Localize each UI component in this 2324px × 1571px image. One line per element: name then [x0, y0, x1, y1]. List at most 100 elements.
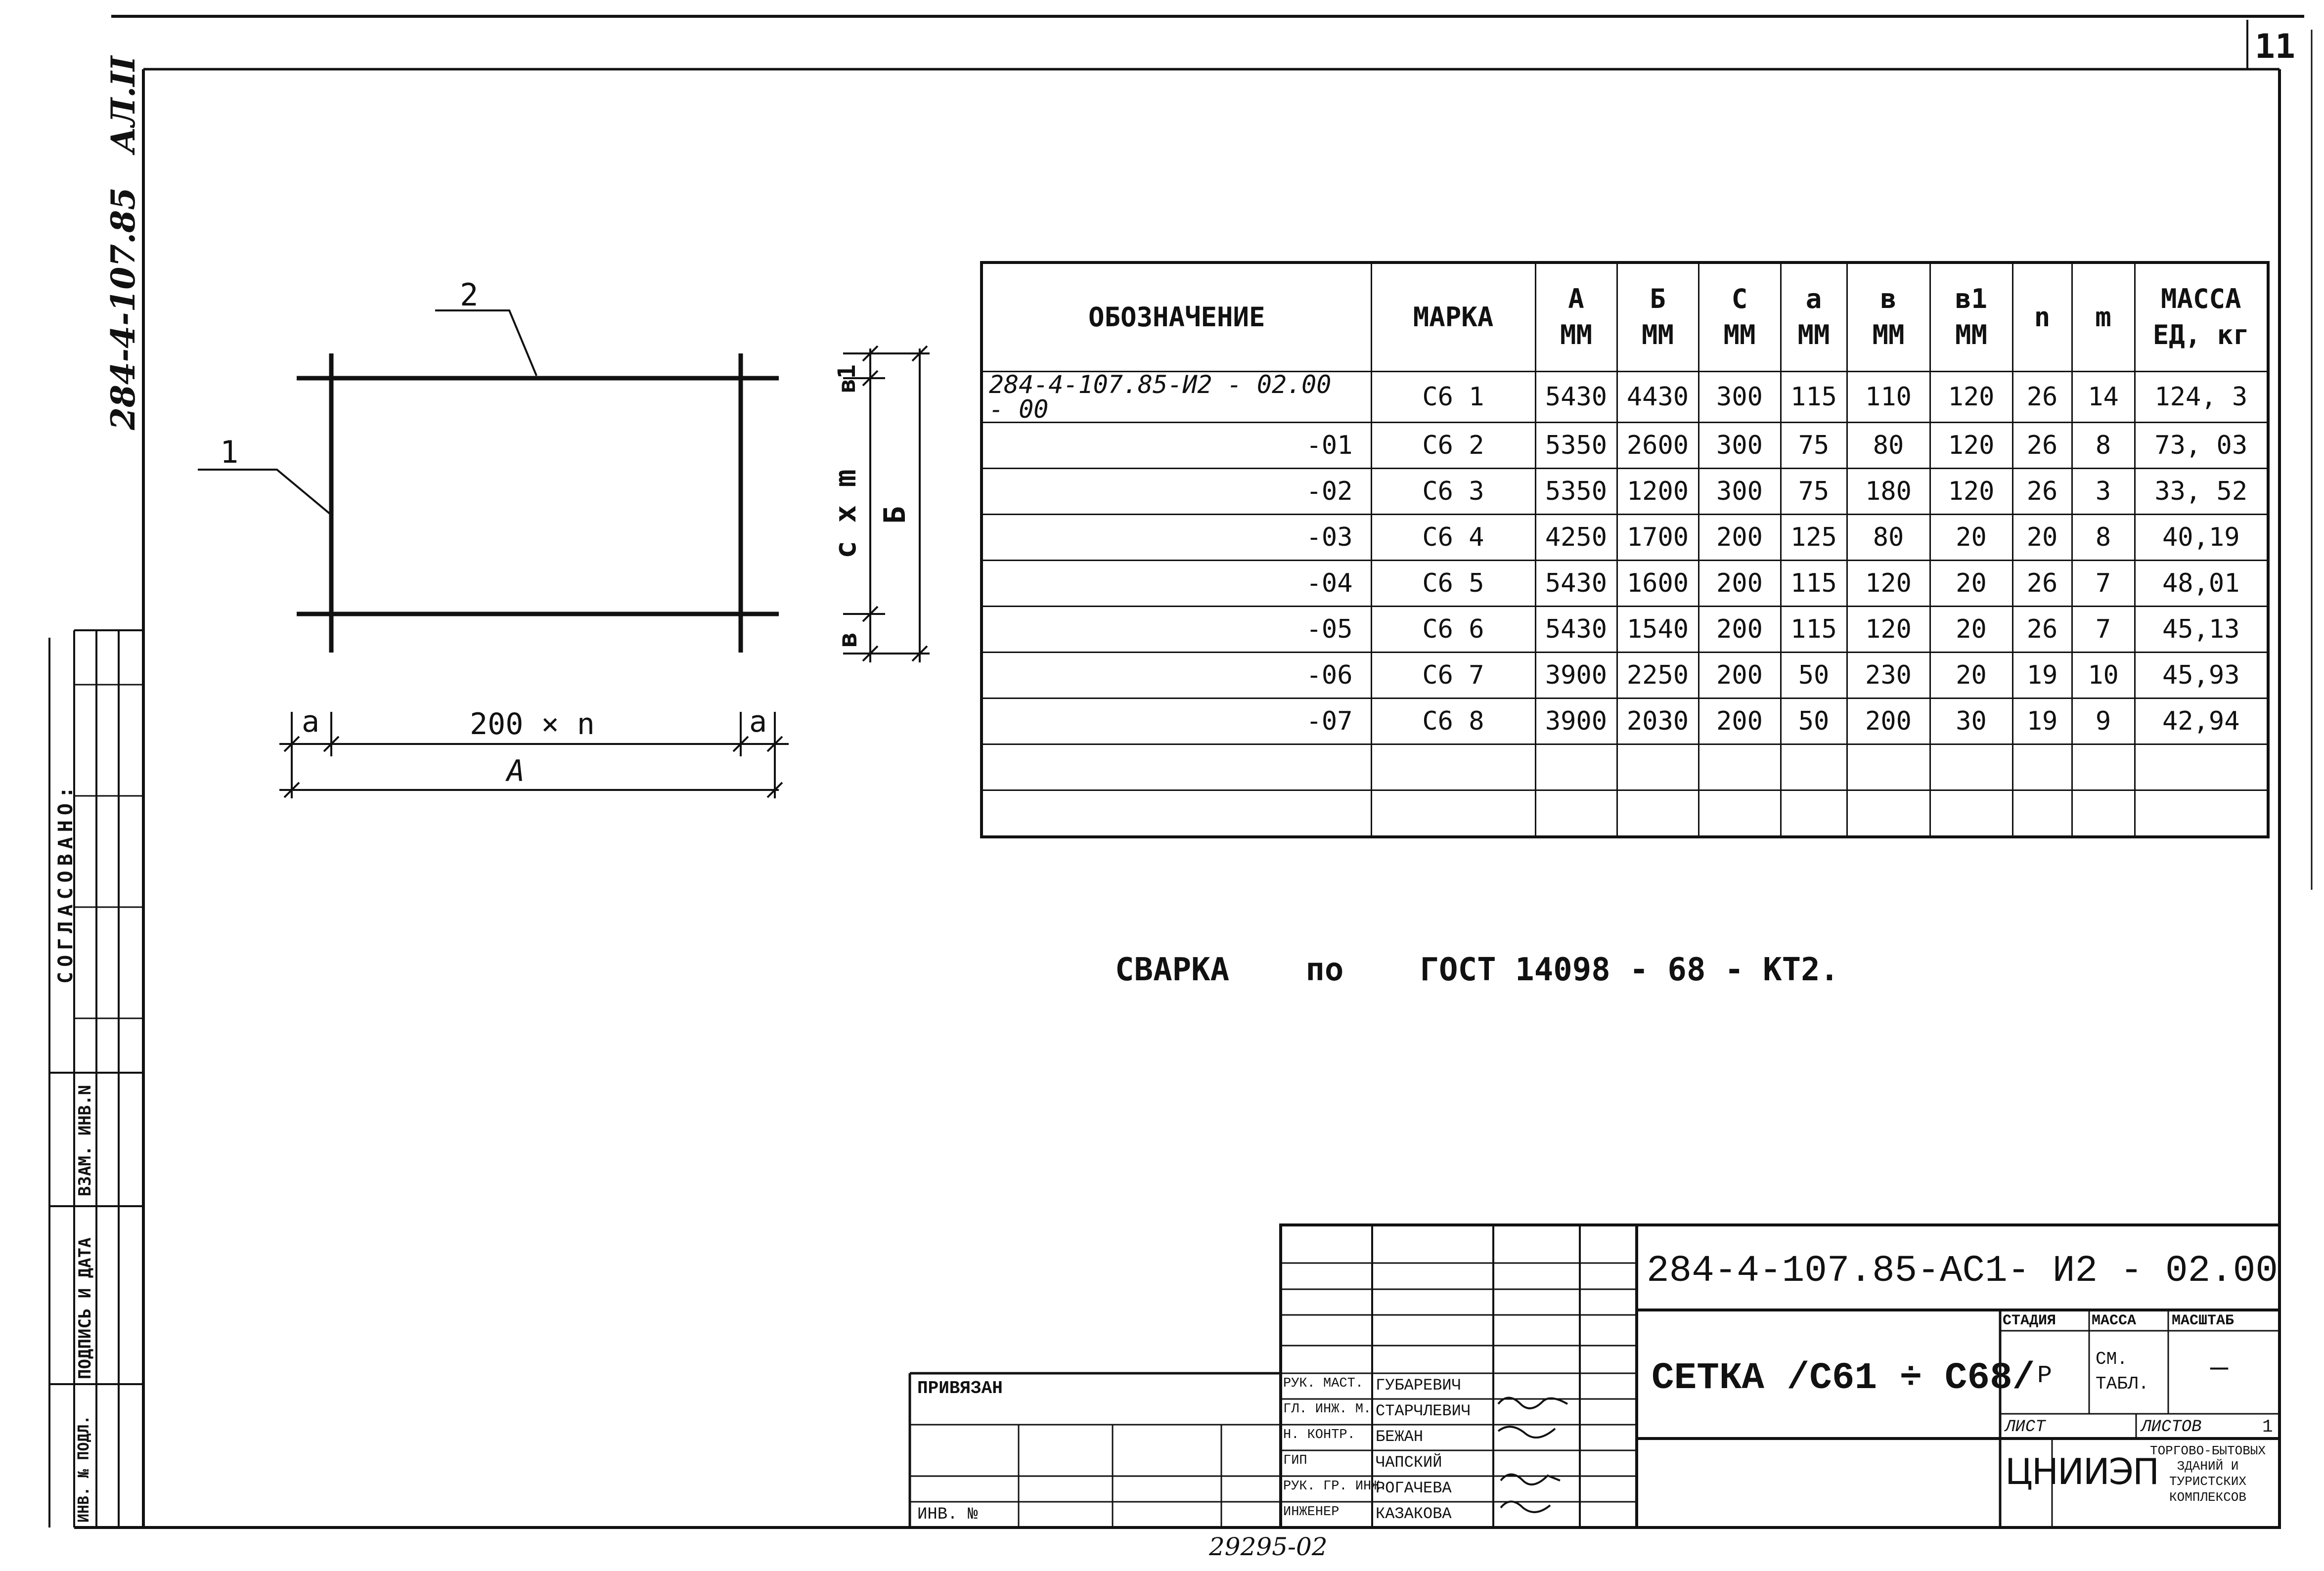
cell-designation: 284-4-107.85-И2 - 02.00 - 00: [981, 371, 1372, 423]
cell-a: 3900: [1534, 652, 1618, 699]
cell-b: 230: [1846, 652, 1931, 699]
cell-n: 26: [2011, 422, 2073, 469]
cell-b: 1200: [1616, 468, 1699, 515]
empty-cell: [1534, 789, 1618, 838]
callout-2-label: 2: [460, 277, 479, 313]
header-n: n: [2011, 262, 2073, 372]
table-row: [981, 789, 2269, 838]
welding-standard: ГОСТ 14098 - 68 - КТ2.: [1420, 952, 1839, 988]
signatory-name: БЕЖАН: [1376, 1428, 1424, 1446]
cell-m: 7: [2071, 606, 2136, 653]
cell-mark: С6 5: [1370, 560, 1536, 607]
signatory-name: РОГАЧЕВА: [1376, 1479, 1452, 1497]
organization-logo: ЦНИИЭП: [2005, 1451, 2159, 1492]
document-code: 284-4-107.85-АС1- И2 - 02.00: [1647, 1250, 2279, 1292]
cell-b1: 20: [1929, 560, 2013, 607]
cell-mass: 40,19: [2134, 514, 2269, 561]
signature-mark: [1497, 1396, 1568, 1409]
cell-b: 1540: [1616, 606, 1699, 653]
cell-n: 20: [2011, 514, 2073, 561]
stage-value: Р: [2037, 1362, 2053, 1390]
empty-cell: [981, 743, 1372, 791]
signatory-name: КАЗАКОВА: [1376, 1505, 1452, 1523]
signatory-name: ЧАПСКИЙ: [1376, 1453, 1442, 1472]
sheets-label: ЛИСТОВ: [2141, 1418, 2202, 1437]
cell-b1: 120: [1929, 371, 2013, 423]
cell-c: 200: [1698, 652, 1782, 699]
signatory-role: ГИП: [1283, 1453, 1307, 1468]
scale-value: —: [2210, 1352, 2229, 1386]
signatory-role: Н. КОНТР.: [1283, 1428, 1355, 1442]
mass-value: СМ. ТАБЛ.: [2096, 1349, 2149, 1395]
welding-by: по: [1305, 952, 1344, 988]
organization-name: ТОРГОВО-БЫТОВЫХ ЗДАНИЙ И ТУРИСТСКИХ КОМП…: [2149, 1443, 2266, 1505]
cell-b: 200: [1846, 698, 1931, 745]
empty-cell: [1534, 743, 1618, 791]
scale-label: МАСШТАБ: [2172, 1312, 2235, 1329]
mass-label: МАССА: [2092, 1312, 2137, 1329]
empty-cell: [2071, 789, 2136, 838]
cell-m: 9: [2071, 698, 2136, 745]
signature-mark: [1500, 1473, 1561, 1485]
cell-c: 200: [1698, 606, 1782, 653]
cell-c: 200: [1698, 560, 1782, 607]
welding-note: СВАРКА по ГОСТ 14098 - 68 - КТ2.: [1115, 952, 1839, 988]
page-number: 11: [2255, 27, 2295, 66]
empty-cell: [1698, 743, 1782, 791]
cell-b: 2030: [1616, 698, 1699, 745]
dimension-a-right: a: [749, 704, 767, 739]
cell-mass: 33, 52: [2134, 468, 2269, 515]
cell-c: 300: [1698, 468, 1782, 515]
cell-b: 4430: [1616, 371, 1699, 423]
welding-label: СВАРКА: [1115, 952, 1230, 988]
empty-cell: [1780, 743, 1848, 791]
cell-m: 14: [2071, 371, 2136, 423]
signatory-role: РУК. МАСТ.: [1283, 1376, 1364, 1391]
cell-mass: 73, 03: [2134, 422, 2269, 469]
cell-b: 80: [1846, 514, 1931, 561]
empty-cell: [1616, 789, 1699, 838]
signatory-role: ИНЖЕНЕР: [1283, 1505, 1340, 1520]
cell-n: 19: [2011, 698, 2073, 745]
cell-a: 50: [1780, 698, 1848, 745]
empty-cell: [2011, 789, 2073, 838]
cell-n: 26: [2011, 371, 2073, 423]
cell-b1: 20: [1929, 652, 2013, 699]
empty-cell: [1846, 743, 1931, 791]
cell-mass: 42,94: [2134, 698, 2269, 745]
cell-designation: -01: [981, 422, 1372, 469]
cell-b: 180: [1846, 468, 1931, 515]
archive-number: 29295-02: [1209, 1532, 1328, 1561]
cell-a: 5350: [1534, 422, 1618, 469]
cell-b: 80: [1846, 422, 1931, 469]
cell-b: 1600: [1616, 560, 1699, 607]
signatory-name: СТАРЧЛЕВИЧ: [1376, 1402, 1471, 1420]
signature-mark: [1497, 1426, 1556, 1439]
cell-m: 8: [2071, 514, 2136, 561]
empty-cell: [1616, 743, 1699, 791]
cell-designation: -03: [981, 514, 1372, 561]
empty-cell: [981, 789, 1372, 838]
cell-a: 115: [1780, 371, 1848, 423]
cell-a: 5430: [1534, 560, 1618, 607]
cell-b: 110: [1846, 371, 1931, 423]
cell-b: 1700: [1616, 514, 1699, 561]
cell-b1: 120: [1929, 422, 2013, 469]
cell-a: 5430: [1534, 371, 1618, 423]
empty-cell: [1370, 789, 1536, 838]
cell-b1: 20: [1929, 514, 2013, 561]
cell-mass: 45,13: [2134, 606, 2269, 653]
cell-a: 125: [1780, 514, 1848, 561]
cell-c: 300: [1698, 371, 1782, 423]
cell-a: 75: [1780, 422, 1848, 469]
